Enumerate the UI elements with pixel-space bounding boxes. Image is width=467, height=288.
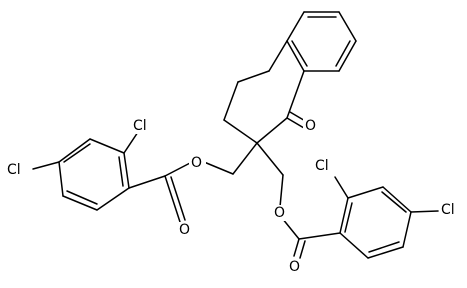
bond — [286, 11, 305, 42]
bond — [58, 161, 64, 197]
bond — [299, 240, 306, 259]
label-background — [303, 118, 320, 134]
bond — [291, 40, 308, 67]
bond — [334, 176, 349, 199]
bond — [164, 175, 181, 223]
label-background — [314, 158, 337, 174]
ketone-oxygen-label: O — [305, 118, 316, 134]
bond — [335, 40, 351, 67]
bond — [123, 131, 139, 154]
bond — [96, 187, 130, 211]
bond — [237, 70, 270, 83]
bond — [66, 190, 98, 205]
bond — [118, 156, 124, 187]
bond — [402, 211, 412, 248]
bond — [339, 232, 369, 259]
bond — [268, 40, 288, 72]
bond — [123, 152, 130, 189]
label-background — [5, 162, 31, 178]
bond — [63, 143, 91, 163]
ester-oxygen-label: O — [274, 205, 285, 221]
bond — [338, 40, 357, 72]
bond-layer — [32, 11, 439, 259]
bond — [286, 40, 305, 72]
label-background — [189, 155, 206, 171]
bond — [344, 202, 353, 233]
bond — [232, 142, 258, 175]
bond — [286, 117, 305, 129]
bond — [58, 138, 91, 163]
bond — [164, 161, 193, 177]
bond — [410, 210, 439, 213]
bond — [382, 186, 412, 213]
bond — [367, 246, 404, 259]
atom-label-layer: Cl Cl O O O Cl Cl O O — [5, 118, 463, 275]
bond — [381, 191, 407, 213]
ester-oxygen-label: O — [191, 155, 202, 171]
bond — [338, 11, 357, 42]
bond — [170, 176, 186, 221]
label-background — [132, 118, 154, 134]
bond — [128, 175, 166, 189]
bond — [339, 197, 349, 234]
bond — [256, 142, 284, 176]
bond — [368, 241, 400, 253]
carbonyl-oxygen-label: O — [289, 259, 300, 275]
bond — [281, 217, 300, 240]
bond — [223, 81, 239, 121]
label-background — [440, 202, 463, 218]
chlorine-atom-label: Cl — [315, 158, 329, 174]
bond — [279, 174, 284, 208]
chlorine-atom-label: Cl — [441, 202, 455, 218]
bond — [89, 138, 125, 154]
bond — [203, 161, 234, 175]
chlorine-atom-label: Cl — [133, 118, 147, 134]
bond — [347, 186, 384, 199]
chlorine-atom-label: Cl — [7, 162, 21, 178]
bond — [223, 119, 258, 144]
bond — [62, 195, 98, 211]
bond — [32, 161, 60, 170]
label-background — [272, 205, 289, 221]
label-background — [177, 222, 194, 238]
bond — [286, 70, 305, 119]
bond — [256, 117, 288, 144]
carbonyl-oxygen-label: O — [179, 222, 190, 238]
label-background — [287, 259, 304, 275]
bond — [293, 238, 300, 257]
bond — [298, 232, 341, 240]
